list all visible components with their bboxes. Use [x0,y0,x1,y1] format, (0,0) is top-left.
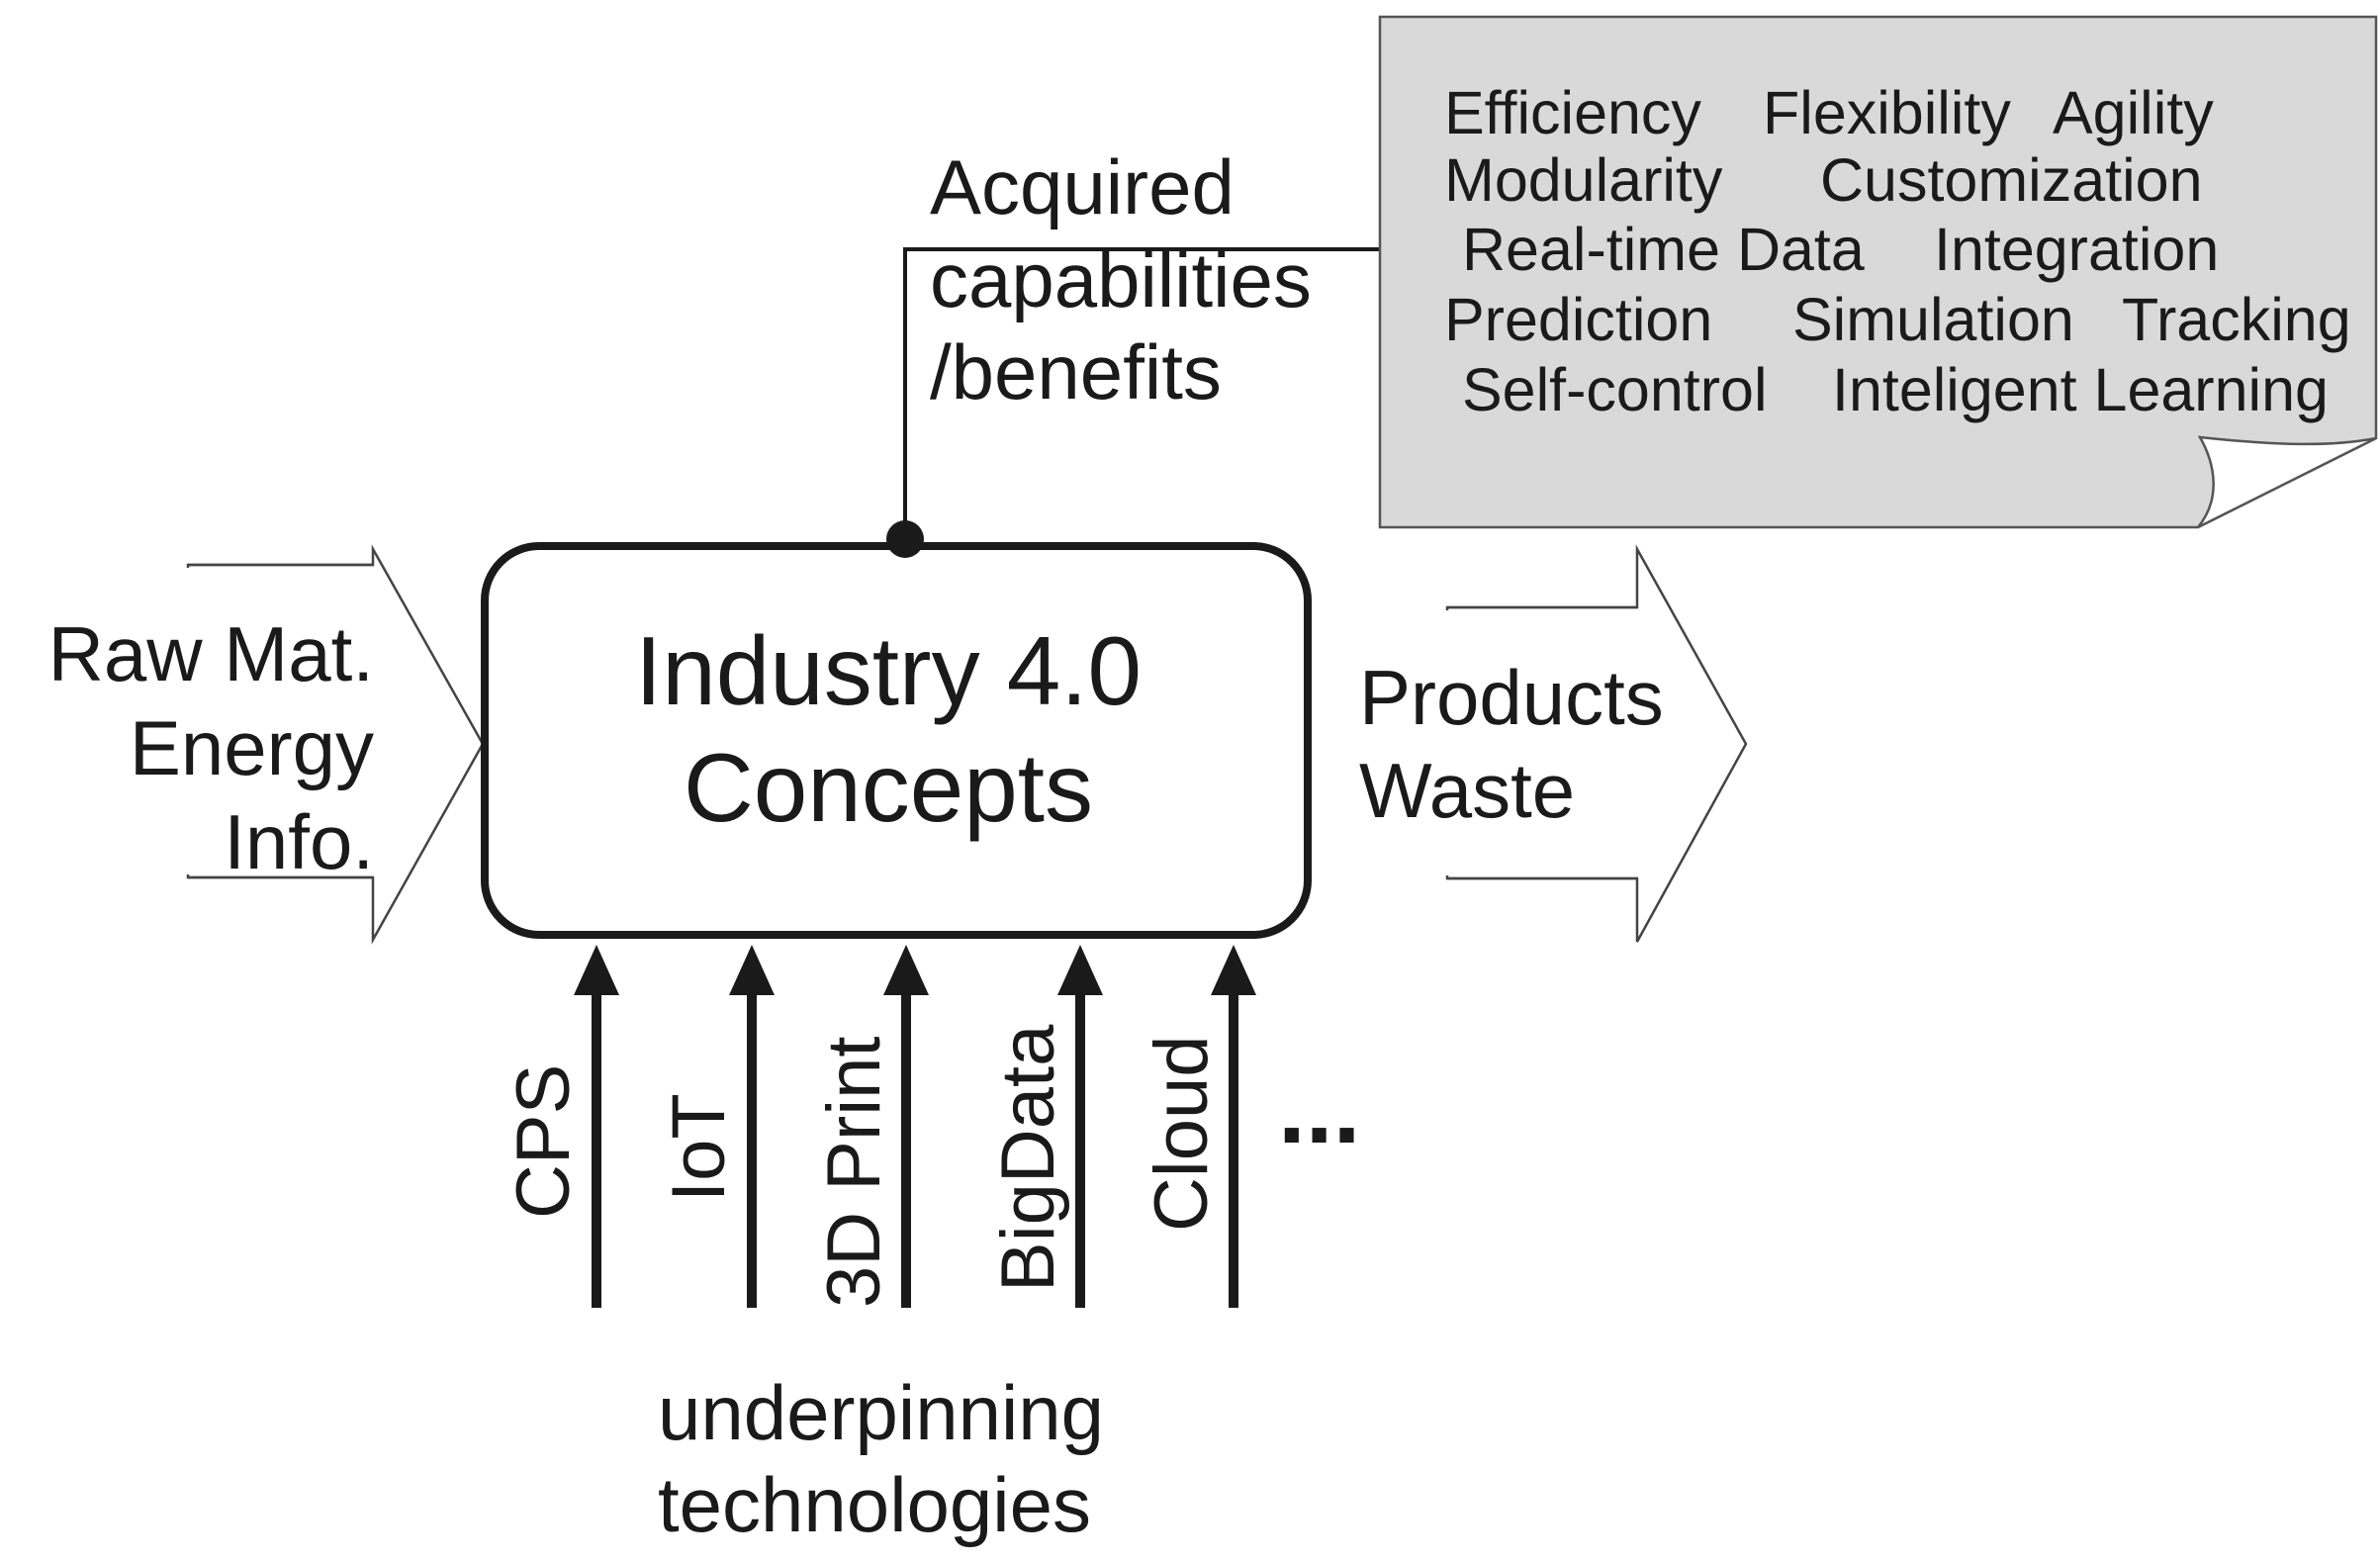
technologies-caption-line1: underpinning [658,1369,1104,1456]
capabilities-label-line1: Acquired [930,143,1235,230]
capability-prediction: Prediction [1444,286,1712,353]
capability-self-control: Self-control [1462,356,1768,423]
capability-simulation: Simulation [1792,286,2074,353]
capability-flexibility: Flexibility [1763,79,2011,146]
capability-integration: Integration [1934,216,2219,283]
connector-dot [886,520,924,558]
tech-arrowhead-cloud [1211,945,1256,995]
tech-arrowhead-3d-print [883,945,929,995]
output-label-products: Products [1359,654,1664,741]
tech-label-3d-print: 3D Print [812,1036,896,1308]
technology-arrows [574,945,1256,1308]
capabilities-label-line2: capabilities [930,236,1312,323]
tech-label-bigdata: BigData [986,1024,1070,1292]
capability-modularity: Modularity [1444,146,1723,214]
capabilities-label-line3: /benefits [930,328,1222,415]
capability-efficiency: Efficiency [1444,79,1701,146]
tech-arrowhead-bigdata [1057,945,1103,995]
tech-label-cloud: Cloud [1140,1035,1224,1232]
capability-real-time-data: Real-time Data [1462,216,1865,283]
capability-tracking: Tracking [2122,286,2351,353]
tech-arrowhead-cps [574,945,619,995]
output-label-waste: Waste [1359,747,1575,834]
process-box-title-line1: Industry 4.0 [635,616,1142,725]
tech-label-iot: IoT [657,1093,741,1202]
capabilities-connector [903,247,1380,539]
input-label-info: Info. [224,798,374,885]
technologies-caption-line2: technologies [658,1461,1091,1548]
tech-arrowhead-iot [729,945,775,995]
tech-more-ellipsis: ... [1278,1054,1360,1164]
capability-agility: Agility [2053,79,2214,146]
process-box-title-line2: Concepts [684,733,1093,842]
input-label-raw-materials: Raw Mat. [48,610,374,697]
tech-label-cps: CPS [502,1064,586,1219]
capability-intelligent-learning: Inteligent Learning [1832,356,2329,423]
input-label-energy: Energy [130,704,374,791]
note-curl [2197,435,2377,529]
capability-customization: Customization [1820,146,2203,214]
